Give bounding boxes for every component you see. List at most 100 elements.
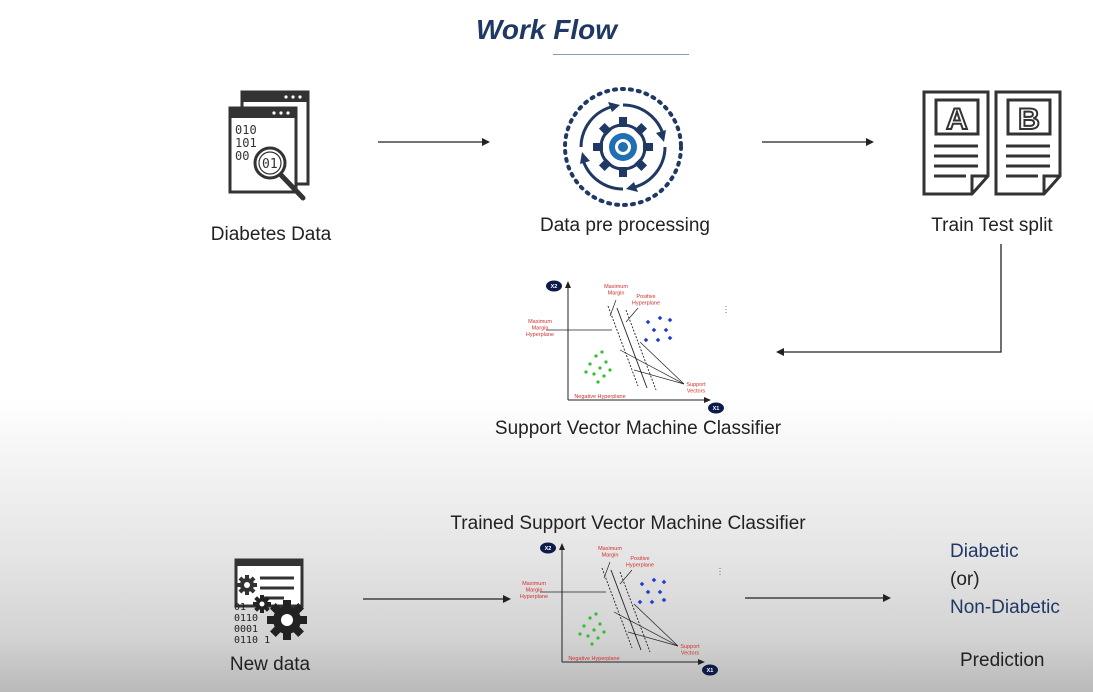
y-axis-name: X2 bbox=[551, 284, 558, 290]
code-line: 0001 bbox=[234, 624, 258, 635]
negative-point bbox=[598, 366, 602, 370]
pointer-line bbox=[619, 349, 685, 385]
code-line: 0110 bbox=[234, 613, 258, 624]
y-axis-arrowhead bbox=[565, 281, 571, 288]
negative-point bbox=[592, 628, 596, 632]
positive-point bbox=[661, 579, 667, 585]
positive-point bbox=[643, 337, 649, 343]
negative-point bbox=[598, 622, 602, 626]
y-axis-badge bbox=[540, 542, 556, 554]
flow-arrow-elbow bbox=[776, 244, 1002, 356]
database-search-icon: 010 101 00 01 bbox=[228, 90, 310, 201]
positive-point bbox=[639, 581, 645, 587]
negative-point bbox=[578, 632, 582, 636]
x-axis-name: X1 bbox=[713, 406, 720, 412]
title-underline bbox=[553, 54, 689, 55]
positive-point bbox=[655, 337, 661, 343]
code-line: 010 bbox=[235, 123, 257, 137]
doc-letter-a: A bbox=[946, 103, 968, 136]
positive-point bbox=[667, 335, 673, 341]
maximum-margin-hyperplane bbox=[616, 307, 648, 389]
negative-hyperplane-label: Negative Hyperplane bbox=[574, 394, 625, 400]
ab-documents-icon: A B bbox=[922, 90, 1062, 196]
flow-arrow bbox=[378, 138, 490, 146]
negative-point bbox=[600, 350, 604, 354]
positive-point bbox=[645, 319, 651, 325]
result-diabetic: Diabetic bbox=[950, 541, 1019, 562]
result-or: (or) bbox=[950, 569, 980, 590]
positive-hyperplane bbox=[625, 309, 657, 391]
code-line: 00 bbox=[235, 149, 249, 163]
pointer-line bbox=[639, 341, 685, 385]
negative-point bbox=[582, 624, 586, 628]
lens-text: 01 bbox=[262, 157, 278, 172]
negative-point bbox=[584, 370, 588, 374]
preprocessing-label: Data pre processing bbox=[539, 215, 711, 236]
gear-cycle-icon bbox=[563, 87, 683, 207]
positive-point bbox=[657, 589, 663, 595]
flow-arrow bbox=[762, 138, 874, 146]
code-line: 0110 1 bbox=[234, 635, 270, 646]
trained-svm-label: Trained Support Vector Machine Classifie… bbox=[450, 513, 806, 534]
y-axis-arrowhead bbox=[559, 543, 565, 550]
positive-hyperplane bbox=[619, 571, 651, 653]
result-non-diabetic: Non-Diabetic bbox=[950, 597, 1060, 618]
y-axis-badge bbox=[546, 280, 562, 292]
pointer-line bbox=[619, 569, 633, 585]
negative-point bbox=[596, 380, 600, 384]
negative-point bbox=[590, 642, 594, 646]
page-title: Work Flow bbox=[475, 14, 618, 45]
negative-point bbox=[594, 612, 598, 616]
negative-point bbox=[594, 354, 598, 358]
positive-point bbox=[651, 577, 657, 583]
negative-point bbox=[608, 368, 612, 372]
positive-point bbox=[651, 327, 657, 333]
pointer-line bbox=[625, 307, 639, 323]
positive-point bbox=[657, 315, 663, 321]
negative-point bbox=[592, 372, 596, 376]
negative-point bbox=[604, 360, 608, 364]
x-axis-badge bbox=[708, 402, 724, 414]
negative-point bbox=[602, 374, 606, 378]
data-gears-icon: 01 0110 0001 0110 1 bbox=[234, 558, 307, 646]
positive-point bbox=[663, 327, 669, 333]
svm-label: Support Vector Machine Classifier bbox=[494, 418, 782, 439]
prediction-caption: Prediction bbox=[960, 650, 1045, 671]
positive-point bbox=[649, 599, 655, 605]
x-axis-arrowhead bbox=[704, 397, 711, 403]
x-axis-name: X1 bbox=[707, 668, 714, 674]
negative-point bbox=[596, 636, 600, 640]
negative-point bbox=[588, 616, 592, 620]
new-data-label: New data bbox=[229, 654, 311, 675]
pointer-line bbox=[613, 611, 679, 647]
diabetes-data-label: Diabetes Data bbox=[210, 224, 332, 245]
pointer-line bbox=[627, 631, 679, 647]
split-label: Train Test split bbox=[931, 215, 1053, 236]
negative-hyperplane-label: Negative Hyperplane bbox=[568, 656, 619, 662]
y-axis-name: X2 bbox=[545, 546, 552, 552]
pointer-line bbox=[633, 369, 685, 385]
negative-hyperplane bbox=[601, 567, 633, 649]
negative-point bbox=[586, 634, 590, 638]
x-axis-arrowhead bbox=[698, 659, 705, 665]
code-line: 101 bbox=[235, 136, 257, 150]
positive-point bbox=[661, 597, 667, 603]
negative-point bbox=[588, 362, 592, 366]
maximum-margin-hyperplane bbox=[610, 569, 642, 651]
negative-hyperplane bbox=[607, 305, 639, 387]
pointer-line bbox=[603, 561, 611, 579]
doc-letter-b: B bbox=[1018, 103, 1040, 136]
positive-point bbox=[645, 589, 651, 595]
positive-point bbox=[667, 317, 673, 323]
pointer-line bbox=[609, 299, 617, 317]
flow-arrow bbox=[745, 594, 891, 602]
